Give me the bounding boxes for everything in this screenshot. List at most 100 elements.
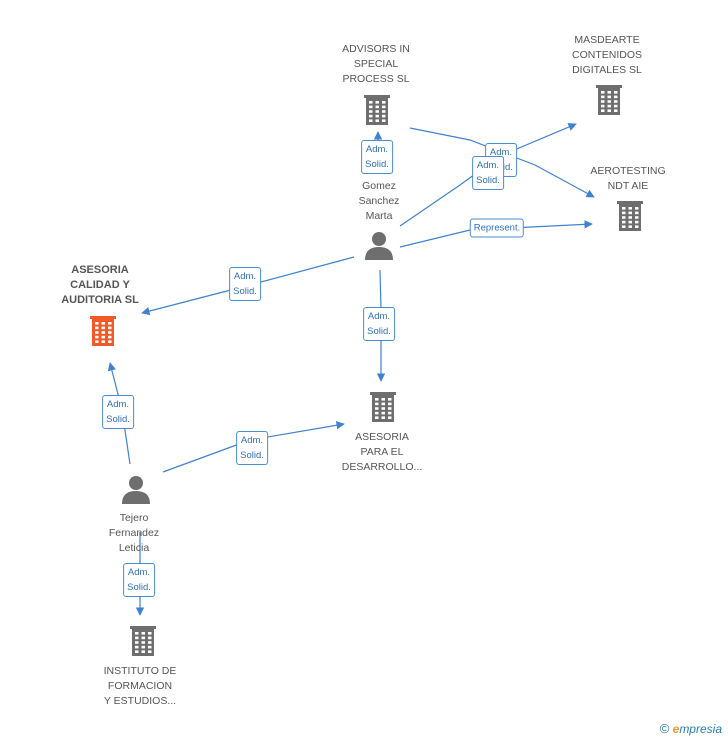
building-window	[607, 104, 611, 108]
building-window	[141, 632, 145, 635]
edge-label[interactable]: Adm. Solid.	[229, 267, 261, 301]
edge-label[interactable]: Adm. Solid.	[363, 307, 395, 341]
building-window	[381, 411, 385, 415]
building-window	[622, 225, 626, 228]
building-window	[635, 207, 639, 210]
building-window	[628, 225, 632, 228]
building-window	[614, 104, 618, 108]
edge-label[interactable]: Adm. Solid.	[361, 140, 393, 174]
building-window	[101, 326, 105, 330]
building-roof	[90, 316, 116, 319]
node-label-advisors[interactable]: ADVISORS IN SPECIAL PROCESS SL	[342, 43, 410, 85]
building-roof	[364, 95, 390, 98]
building-window	[388, 407, 392, 410]
person-icon[interactable]	[122, 476, 150, 504]
building-window	[601, 91, 605, 94]
copyright-symbol: ©	[659, 721, 670, 736]
building-window	[607, 91, 611, 94]
building-window	[614, 109, 618, 112]
building-window	[108, 335, 112, 339]
building-icon[interactable]	[364, 95, 390, 125]
node-label-aerotesting[interactable]: AEROTESTING NDT AIE	[590, 165, 666, 192]
building-icon[interactable]	[90, 316, 116, 346]
edge-label[interactable]: Adm. Solid.	[236, 431, 268, 465]
building-window	[148, 641, 152, 644]
edge-label[interactable]: Represent.	[469, 218, 525, 238]
building-window	[375, 101, 379, 104]
building-window	[628, 207, 632, 210]
building-window	[381, 402, 385, 406]
building-window	[622, 220, 626, 224]
building-window	[95, 340, 99, 343]
building-window	[141, 645, 145, 649]
building-roof	[596, 85, 622, 88]
building-window	[375, 407, 379, 410]
building-window	[95, 335, 99, 339]
building-window	[388, 402, 392, 406]
building-window	[108, 340, 112, 343]
building-window	[635, 211, 639, 215]
building-window	[369, 101, 373, 104]
building-window	[607, 109, 611, 112]
building-window	[95, 322, 99, 325]
building-window	[628, 220, 632, 224]
building-window	[375, 416, 379, 419]
building-window	[369, 105, 373, 109]
building-window	[614, 95, 618, 99]
building-window	[108, 326, 112, 330]
building-window	[382, 114, 386, 118]
node-label-tejero[interactable]: Tejero Fernandez Leticia	[108, 512, 160, 554]
building-icon[interactable]	[370, 392, 396, 422]
building-window	[369, 110, 373, 113]
building-window	[607, 100, 611, 103]
building-window	[382, 119, 386, 122]
building-window	[375, 398, 379, 401]
building-window	[635, 220, 639, 224]
building-window	[635, 216, 639, 219]
building-window	[382, 101, 386, 104]
building-window	[108, 322, 112, 325]
node-label-instituto[interactable]: INSTITUTO DE FORMACION Y ESTUDIOS...	[103, 665, 177, 707]
edge-label[interactable]: Adm. Solid.	[123, 563, 155, 597]
node-label-gomez[interactable]: Gomez Sanchez Marta	[358, 180, 400, 222]
building-window	[148, 645, 152, 649]
building-window	[108, 331, 112, 334]
person-body	[365, 247, 393, 260]
empresia-logo-text: mpresia	[679, 722, 722, 736]
edge-label[interactable]: Adm. Solid.	[102, 395, 134, 429]
building-window	[375, 119, 379, 122]
building-window	[375, 114, 379, 118]
building-window	[375, 402, 379, 406]
building-roof	[617, 201, 643, 204]
building-window	[601, 100, 605, 103]
building-window	[614, 91, 618, 94]
building-window	[375, 110, 379, 113]
building-window	[607, 95, 611, 99]
building-window	[388, 411, 392, 415]
building-window	[375, 411, 379, 415]
building-icon[interactable]	[596, 85, 622, 115]
building-window	[382, 105, 386, 109]
building-window	[141, 636, 145, 640]
person-icon[interactable]	[365, 232, 393, 260]
person-head	[372, 232, 386, 246]
edge-label[interactable]: Adm. Solid.	[472, 156, 504, 190]
node-label-asesoria_calidad[interactable]: ASESORIA CALIDAD Y AUDITORIA SL	[61, 264, 139, 306]
node-label-asesoria_desarrollo[interactable]: ASESORIA PARA EL DESARROLLO...	[341, 431, 423, 473]
building-window	[101, 340, 105, 343]
person-body	[122, 491, 150, 504]
building-window	[381, 398, 385, 401]
building-window	[369, 119, 373, 122]
building-window	[135, 636, 139, 640]
building-window	[601, 95, 605, 99]
building-window	[141, 650, 145, 653]
building-roof	[370, 392, 396, 395]
building-roof	[130, 626, 156, 629]
node-label-masdearte[interactable]: MASDEARTE CONTENIDOS DIGITALES SL	[571, 34, 643, 76]
building-window	[382, 110, 386, 113]
building-window	[95, 326, 99, 330]
building-icon[interactable]	[130, 626, 156, 656]
building-icon[interactable]	[617, 201, 643, 231]
building-window	[622, 216, 626, 219]
